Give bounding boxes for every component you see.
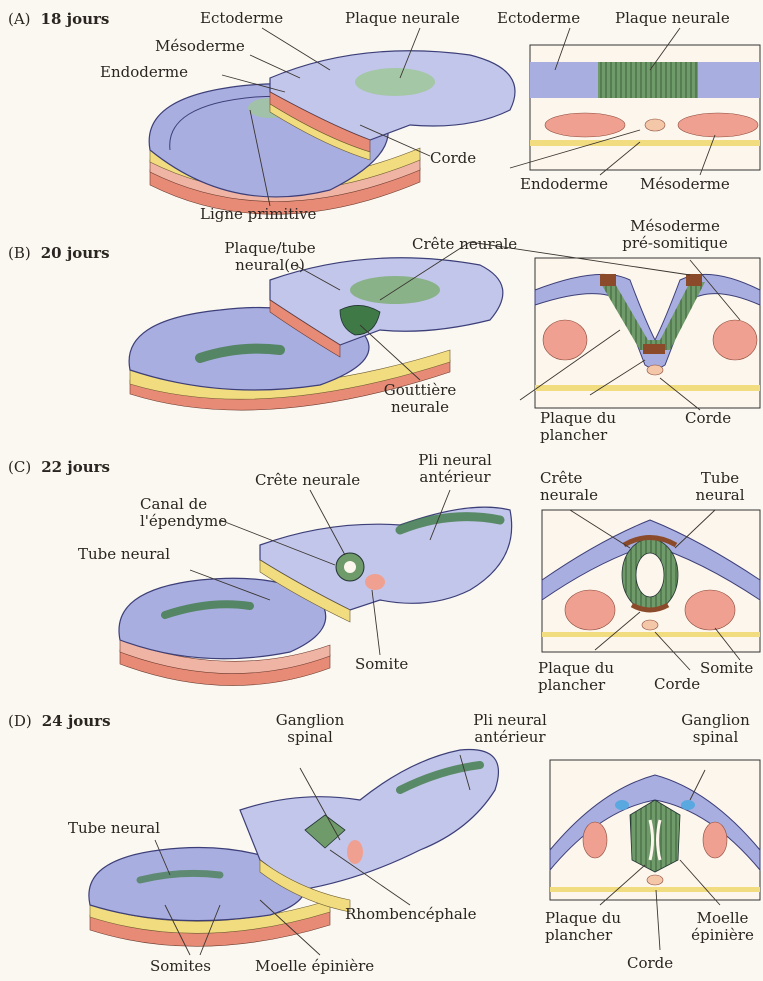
section-a-label-endoderme: Endoderme [520, 176, 608, 193]
panel-d-title: (D)24 jours [8, 712, 111, 730]
panel-b-title: (B)20 jours [8, 244, 110, 262]
label-tube-neural-c: Tube neural [78, 546, 170, 563]
panel-c-embryo-3d [119, 507, 512, 685]
label-somite-c: Somite [355, 656, 408, 673]
panel-a-embryo-3d [149, 51, 515, 215]
panel-d-cross-section [550, 760, 760, 900]
panel-c-cross-section [542, 510, 760, 652]
label-crete-neurale-c: Crête neurale [255, 472, 360, 489]
label-corde-d: Corde [627, 955, 673, 972]
panel-c-title: (C)22 jours [8, 458, 110, 476]
label-moelle-epiniere: Moelle épinière [255, 958, 374, 975]
label-mesoderme: Mésoderme [155, 38, 245, 55]
label-endoderme: Endoderme [100, 64, 188, 81]
panel-a-cross-section [530, 45, 760, 170]
panel-b-cross-section [535, 258, 760, 408]
label-corde: Corde [430, 150, 476, 167]
label-ligne-primitive: Ligne primitive [200, 206, 316, 223]
label-crete-neurale: Crête neurale [412, 236, 517, 253]
label-tube-neural-d: Tube neural [68, 820, 160, 837]
section-a-label-plaque-neurale: Plaque neurale [615, 10, 730, 27]
section-a-label-ectoderme: Ectoderme [497, 10, 580, 27]
section-c-label-somite: Somite [700, 660, 753, 677]
section-a-label-mesoderme: Mésoderme [640, 176, 730, 193]
label-corde-c: Corde [654, 676, 700, 693]
label-ectoderme: Ectoderme [200, 10, 283, 27]
panel-a-title: (A)18 jours [8, 10, 109, 28]
label-corde-b: Corde [685, 410, 731, 427]
label-rhombencephale: Rhombencéphale [345, 906, 477, 923]
label-somites: Somites [150, 958, 211, 975]
label-plaque-neurale: Plaque neurale [345, 10, 460, 27]
